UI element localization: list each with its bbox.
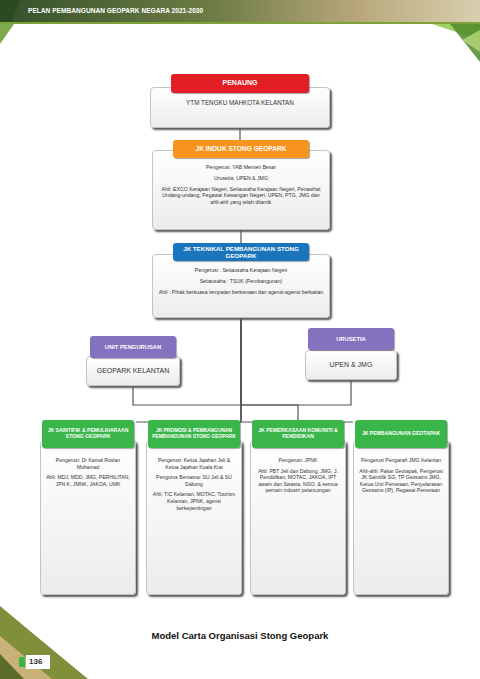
box-body: Pengerusi: YAB Menteri BesarUrusetia: UP… — [152, 150, 330, 230]
box-heading: JK SAINTIFIK & PEMULIHARAAN STONG GEOPAR… — [42, 420, 134, 448]
box-text: Ahli: PBT Jeli dan Dabong, JMG, J. Pendi… — [255, 468, 341, 494]
box-text: Pengerusi: JPNK — [255, 457, 341, 464]
header-corner — [0, 0, 20, 22]
org-box: JK PEMBANGUNAN GEOTAPAKPengerusi Pengara… — [353, 420, 449, 595]
box-heading: UNIT PENGURUSAN — [90, 336, 176, 358]
box-text: Pengerusi: YAB Menteri Besar — [157, 164, 325, 171]
box-body: GEOPARK KELANTAN — [86, 356, 180, 386]
box-heading: JK INDUK STONG GEOPARK — [173, 140, 309, 158]
org-box: JK TEKNIKAL PEMBANGUNAN STONG GEOPARKPen… — [152, 243, 330, 318]
box-text: YTM TENGKU MAHKOTA KELANTAN — [155, 99, 325, 107]
box-body: Pengerusi Pengarah JMG KelantanAhli-ahli… — [353, 440, 449, 595]
org-box: JK PEMERKASAAN KOMUNITI & PENDIDIKANPeng… — [250, 420, 346, 595]
box-text: Setiausaha : TSUK (Pembangunan) — [157, 278, 325, 285]
org-connector — [241, 318, 298, 420]
org-connector — [240, 230, 241, 243]
box-heading: URUSETIA — [308, 328, 394, 350]
header-band — [0, 0, 480, 22]
box-text: Pengurus Bersama: SU Jeli & SU Dabong — [151, 474, 237, 487]
landscape-corner — [0, 636, 52, 679]
org-box: UNIT PENGURUSAN GEOPARK KELANTAN — [86, 336, 180, 386]
box-text: Ahli: EXCO Kerajaan Negeri, Setiausaha K… — [157, 186, 325, 206]
running-header: PELAN PEMBANGUNAN GEOPARK NEGARA 2021-20… — [28, 7, 203, 14]
box-body: Pengerusi: JPNK Ahli: PBT Jeli dan Dabong… — [250, 440, 346, 595]
corner-triangle — [0, 24, 14, 44]
landscape-corner — [0, 606, 88, 679]
box-text: Pengerusi Pengarah JMG Kelantan — [358, 457, 444, 464]
box-text: Pengerusi : Setiausaha Kerajaan Negeri — [157, 267, 325, 274]
page-number-tab — [26, 655, 50, 669]
box-body: UPEN & JMG — [305, 350, 397, 380]
org-connector — [239, 128, 240, 140]
box-text: Ahli: TIC Kelantan, MOTAC, Tourism Kelan… — [151, 491, 237, 511]
box-text: UPEN & JMG — [310, 360, 392, 369]
org-box: PENAUNG YTM TENGKU MAHKOTA KELANTAN — [150, 74, 330, 128]
box-text: Ahli : Pihak berkuasa tempatan berkenaan… — [157, 289, 325, 296]
box-body: Pengerusi : Setiausaha Kerajaan NegeriSe… — [152, 254, 330, 318]
box-heading: JK PROMOSI & PEMBANGUNAN PEMBANGUNAN STO… — [148, 420, 240, 448]
page-number: 136 — [29, 657, 42, 666]
page-number-stripe — [19, 657, 25, 667]
box-heading: JK PEMBANGUNAN GEOTAPAK — [355, 420, 447, 448]
corner-triangle — [462, 30, 480, 52]
box-text: Ahli-ahli: Pakar Geotapak, Pengerusi JK … — [358, 468, 444, 494]
box-text: GEOPARK KELANTAN — [91, 366, 175, 375]
box-heading: JK TEKNIKAL PEMBANGUNAN STONG GEOPARK — [173, 243, 309, 261]
box-heading: PENAUNG — [171, 74, 309, 93]
box-heading: JK PEMERKASAAN KOMUNITI & PENDIDIKAN — [252, 420, 344, 448]
figure-caption: Model Carta Organisasi Stong Geopark — [0, 630, 480, 641]
org-box: URUSETIA UPEN & JMG — [305, 328, 397, 380]
box-body: Pengerusi: Ketua Jajahan Jeli & Ketua Ja… — [146, 440, 242, 595]
org-box: JK PROMOSI & PEMBANGUNAN PEMBANGUNAN STO… — [146, 420, 242, 595]
org-box: JK SAINTIFIK & PEMULIHARAAN STONG GEOPAR… — [40, 420, 136, 595]
box-text: Ahli: MDJ, MDD, JMG, PERHILITAN, JPN K, … — [45, 474, 131, 487]
landscape-corner — [0, 654, 24, 679]
box-body: YTM TENGKU MAHKOTA KELANTAN — [150, 87, 330, 128]
org-box: JK INDUK STONG GEOPARKPengerusi: YAB Men… — [152, 140, 330, 230]
corner-triangle — [450, 24, 480, 62]
box-body: Pengerusi: Dr Kamal Roslan MohamadAhli: … — [40, 440, 136, 595]
box-text: Urusetia: UPEN & JMG — [157, 175, 325, 182]
box-text: Pengerusi: Dr Kamal Roslan Mohamad — [45, 457, 131, 470]
header-rule — [0, 22, 480, 24]
box-text: Pengerusi: Ketua Jajahan Jeli & Ketua Ja… — [151, 457, 237, 470]
